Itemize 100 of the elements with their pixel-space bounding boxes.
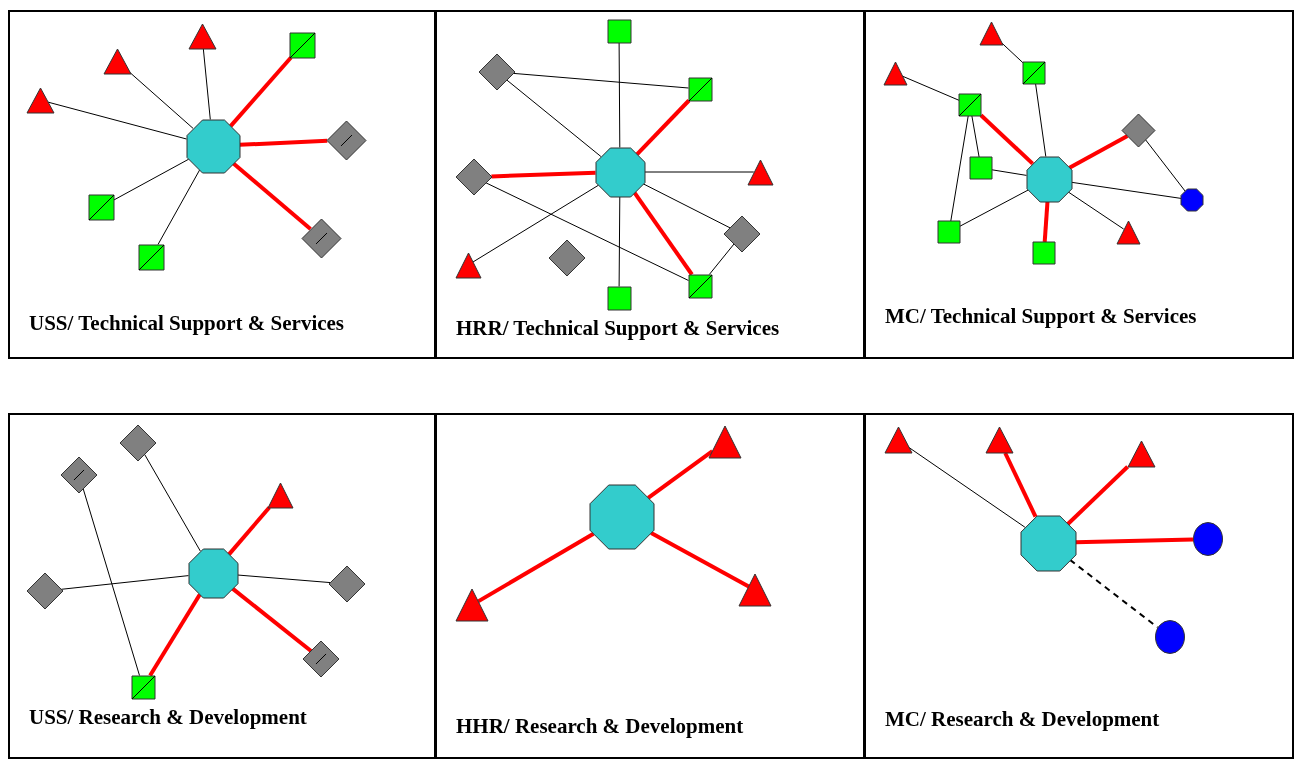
connector-line [642,183,731,229]
connector-line [950,115,969,222]
connector-line [144,453,201,552]
connector-line [237,574,331,584]
connector-line [485,182,689,281]
triangle-node [709,426,741,458]
connector-line [231,586,313,653]
octagon-node [590,485,654,549]
connector-line [506,79,602,157]
diamond-node [724,216,760,252]
connector-line [979,113,1034,166]
triangle-node [456,589,488,621]
connector-line [991,169,1027,176]
octagon-node [188,548,238,598]
connector-line [644,171,755,173]
panel-caption: HRR/ Technical Support & Services [456,316,780,340]
connector-line [202,48,211,120]
connector-line [47,101,187,140]
octagon-node [186,119,240,173]
triangle-node [884,427,912,453]
connector-line [82,488,140,676]
square-node [289,32,315,58]
triangle-node [747,159,773,185]
triangle-node [103,48,131,74]
triangle-node [739,574,771,606]
connector-line [901,75,960,101]
diamond-node [1121,113,1155,147]
connector-line [618,196,621,287]
square-node [607,286,631,310]
diamond-node [326,120,366,160]
square-node [1023,62,1045,84]
square-node [959,94,981,116]
diagram-panel [435,413,865,759]
triangle-node [26,87,54,113]
connector-line [129,72,194,129]
square-node [607,19,631,43]
connector-line [1075,537,1194,545]
connector-line [229,56,293,128]
octagon-node [1020,515,1076,571]
diamond-node [549,240,585,276]
octagon-node [595,147,645,197]
connector-line [1068,134,1129,170]
connector-line [148,593,202,677]
connector-line [477,531,595,604]
panel-caption: MC/ Technical Support & Services [885,304,1197,328]
connector-line [708,243,735,275]
connector-line [1144,138,1186,192]
square-node [1033,242,1055,264]
connector-line [472,184,599,263]
diamond-node [27,573,63,609]
triangle-node [1116,220,1140,244]
connector-line [1071,181,1182,199]
connector-line [1035,83,1047,157]
connector-line [618,42,621,148]
panel-caption: USS/ Technical Support & Services [29,311,345,335]
triangle-node [979,21,1003,45]
connector-line [491,170,596,179]
triangle-node [883,61,907,85]
circle-node [1155,620,1185,654]
square-node [688,274,712,298]
panel-caption: MC/ Research & Development [885,707,1160,731]
connector-line [1042,201,1050,243]
connector-line [1066,465,1129,526]
diagram-panel [864,10,1294,359]
triangle-node [985,427,1013,453]
connector-line [635,99,691,156]
connector-line [971,115,980,158]
square-node [138,244,164,270]
connector-line [1067,191,1125,230]
square-node [88,194,114,220]
octagon-node [1026,156,1072,202]
connector-line [959,189,1029,227]
triangle-node [455,252,481,278]
diagram-panel [8,413,436,759]
connector-line [908,446,1026,528]
square-node [688,77,712,101]
triangle-node [267,482,293,508]
triangle-node [1127,441,1155,467]
diagram-panel [8,10,436,359]
connector-line [1003,452,1038,518]
panel-caption: USS/ Research & Development [29,705,307,729]
square-node [131,675,155,699]
panel-caption: HHR/ Research & Development [456,714,744,738]
connector-line [231,161,312,231]
connector-line [513,72,689,89]
diamond-node [120,425,156,461]
diamond-node [329,566,365,602]
diamond-node [456,159,492,195]
connector-line [239,138,328,147]
diagram-panel [435,10,865,359]
connector-line [157,169,201,245]
octagon-node [1181,189,1203,211]
square-node [938,221,960,243]
square-node [970,157,992,179]
connector-line [113,158,190,201]
connector-line [650,531,750,589]
connector-line [1001,42,1024,64]
connector-line [227,506,271,556]
diagram-panel [864,413,1294,759]
diamond-node [479,54,515,90]
